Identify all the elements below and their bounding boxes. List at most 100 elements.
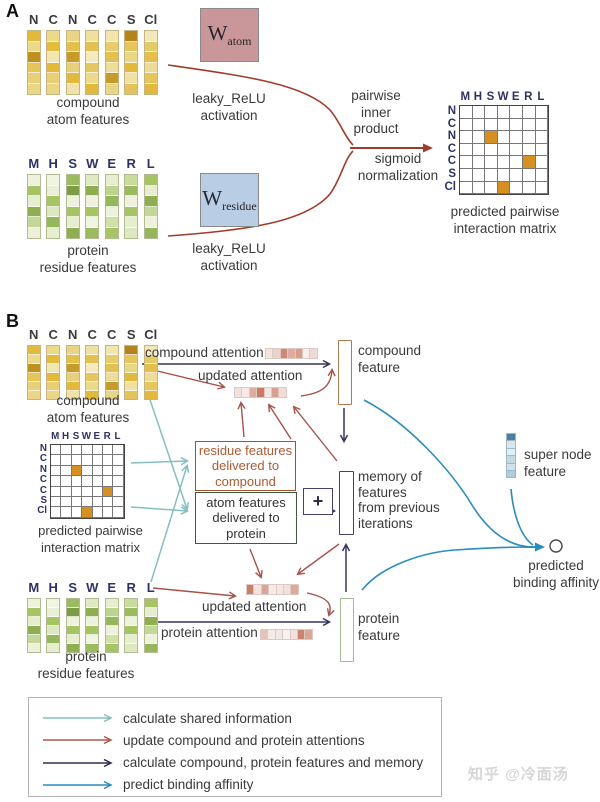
feature-letter: R <box>126 156 136 171</box>
sigmoid-normalization-label: sigmoid normalization <box>357 151 439 183</box>
leaky-relu-residue-label: leaky_ReLU activation <box>192 241 266 273</box>
protein-caption-b: protein residue features <box>37 649 135 681</box>
protein-caption-a: protein residue features <box>39 243 137 275</box>
feature-column <box>85 598 100 653</box>
feature-letter: C <box>87 12 97 27</box>
feature-column <box>104 598 119 653</box>
super-node-label: super node feature <box>524 447 592 479</box>
feature-letter: L <box>146 580 155 595</box>
legend-arrow-icon <box>43 736 113 745</box>
feature-letter: C <box>107 327 117 342</box>
compound-feature-label: compound feature <box>358 343 422 375</box>
matrix-caption-a: predicted pairwise interaction matrix <box>450 204 560 236</box>
w-residue-box: Wresidue <box>200 173 259 227</box>
predicted-affinity-node <box>549 539 563 553</box>
legend-label: calculate shared information <box>123 710 292 726</box>
legend-item: update compound and protein attentions <box>39 729 441 751</box>
feature-letter: L <box>146 156 155 171</box>
feature-column <box>65 174 80 239</box>
feature-column <box>124 174 139 239</box>
feature-letter: N <box>68 12 78 27</box>
legend-item: predict binding affinity <box>39 774 441 796</box>
feature-column <box>143 345 158 400</box>
feature-column <box>46 598 61 653</box>
matrix-interaction-cell <box>485 131 498 144</box>
feature-letter: R <box>126 580 136 595</box>
matrix-interaction-cell <box>71 465 83 477</box>
protein-attention-strip <box>260 629 313 640</box>
feature-column <box>26 174 41 239</box>
feature-letter: W <box>86 580 99 595</box>
leaky-relu-atom-label: leaky_ReLU activation <box>192 91 266 123</box>
plus-box: + <box>303 488 333 515</box>
atom-features-delivered-box: atom features delivered to protein <box>195 492 297 544</box>
feature-letter: H <box>48 580 58 595</box>
updated-attention-top-label: updated attention <box>198 368 303 383</box>
updated-attention-bottom-strip <box>246 584 299 595</box>
feature-column <box>26 30 41 95</box>
feature-letter: C <box>107 12 117 27</box>
feature-letter: S <box>126 12 136 27</box>
compound-caption-b: compound atom features <box>46 393 130 425</box>
feature-column <box>124 598 139 653</box>
feature-column <box>65 345 80 400</box>
updated-attention-top-strip <box>234 387 287 398</box>
feature-letter: C <box>87 327 97 342</box>
feature-letter: N <box>68 327 78 342</box>
feature-letter: H <box>48 156 58 171</box>
feature-letter: Cl <box>144 12 158 27</box>
feature-column <box>85 174 100 239</box>
matrix-caption-b: predicted pairwise interaction matrix <box>38 523 143 555</box>
panel-b-label: B <box>6 311 19 331</box>
compound-attention-label: compound attention <box>145 345 264 360</box>
legend-arrow-icon <box>43 713 113 723</box>
feature-letter: N <box>29 327 39 342</box>
pairwise-inner-product-label: pairwise inner product <box>351 88 401 136</box>
feature-column <box>124 30 139 95</box>
feature-column <box>65 598 80 653</box>
residue-features-delivered-box: residue features delivered to compound <box>195 441 296 491</box>
watermark: 知乎 @冷面汤 <box>468 766 569 783</box>
feature-letter: W <box>86 156 99 171</box>
protein-feature-box <box>340 598 354 662</box>
feature-letter: M <box>28 156 40 171</box>
feature-column <box>65 30 80 95</box>
feature-column <box>143 174 158 239</box>
legend-label: calculate compound, protein features and… <box>123 755 424 771</box>
feature-letter: S <box>68 580 78 595</box>
legend-label: update compound and protein attentions <box>123 732 365 748</box>
legend-arrow-icon <box>43 780 113 790</box>
feature-column <box>143 30 158 95</box>
feature-letter: E <box>107 156 117 171</box>
w-atom-text: Watom <box>207 20 252 49</box>
w-residue-text: Wresidue <box>202 185 257 214</box>
feature-letter: Cl <box>144 327 158 342</box>
feature-letter: C <box>48 327 58 342</box>
feature-column <box>124 345 139 400</box>
legend-item: calculate compound, protein features and… <box>39 752 441 774</box>
feature-letter: M <box>28 580 40 595</box>
feature-letter: C <box>48 12 58 27</box>
legend-arrow-icon <box>43 758 113 767</box>
feature-column <box>104 174 119 239</box>
legend-item: calculate shared information <box>39 707 441 729</box>
w-atom-box: Watom <box>200 8 259 62</box>
legend-label: predict binding affinity <box>123 777 254 793</box>
predicted-binding-affinity-label: predicted binding affinity <box>512 558 600 590</box>
feature-letter: S <box>68 156 78 171</box>
feature-column <box>85 30 100 95</box>
matrix-grid <box>50 444 125 519</box>
memory-box <box>339 471 354 535</box>
updated-attention-bottom-label: updated attention <box>202 599 307 614</box>
compound-caption-a: compound atom features <box>46 95 130 127</box>
super-node-strip <box>506 433 516 479</box>
feature-column <box>46 174 61 239</box>
